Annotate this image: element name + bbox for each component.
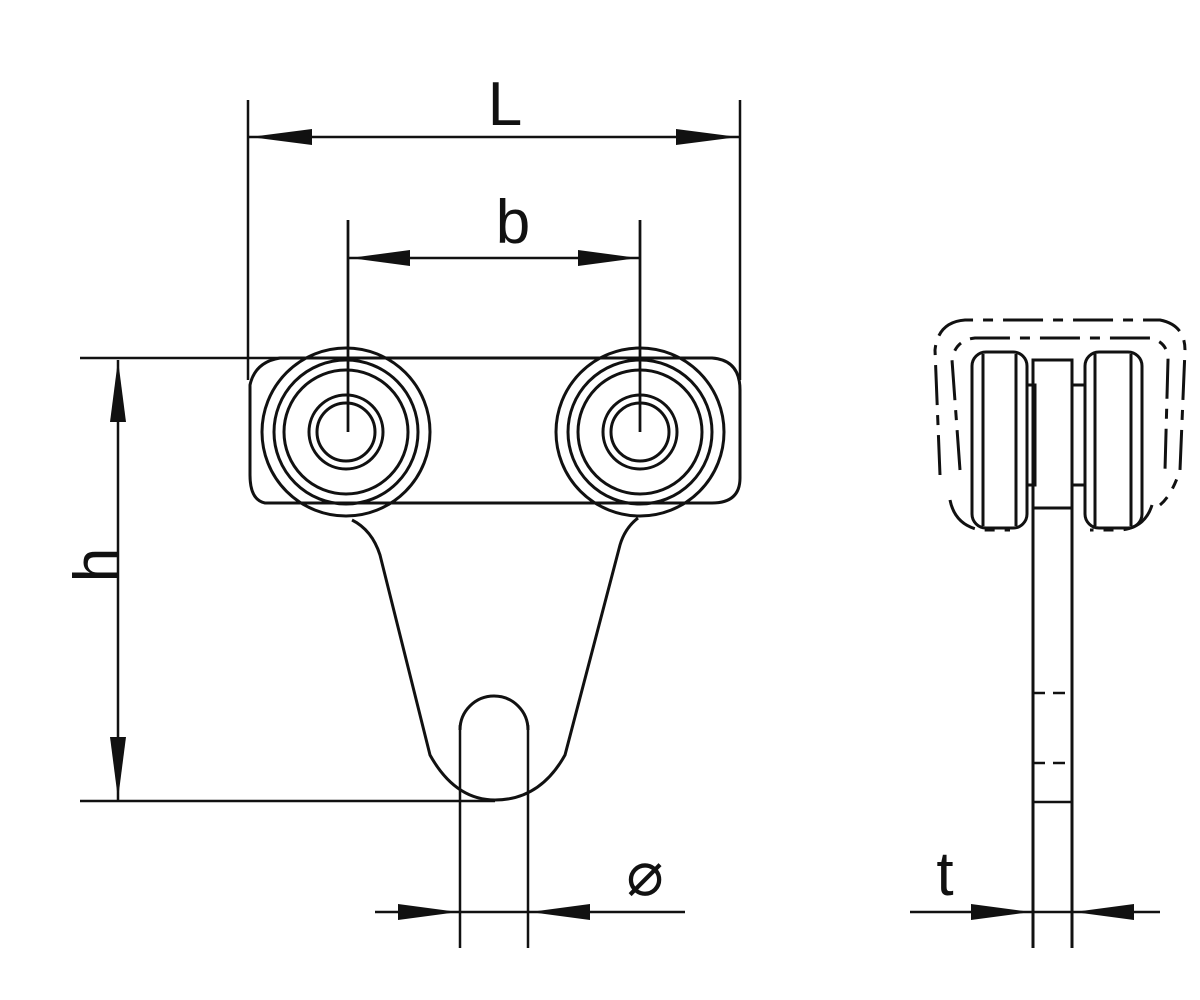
mounting-hole (458, 694, 530, 731)
trolley-front-view (248, 220, 742, 802)
label-h: h (62, 548, 131, 582)
dimension-b: b (346, 188, 642, 432)
label-diameter: ⌀ (626, 840, 663, 909)
label-L: L (488, 70, 522, 139)
dimension-t: t (910, 840, 1160, 920)
trolley-side-view (933, 318, 1187, 948)
label-t: t (936, 840, 953, 909)
dimension-h: h (62, 356, 495, 803)
label-b: b (496, 188, 530, 257)
dimension-L: L (246, 70, 742, 380)
wheel-left (260, 346, 432, 518)
dimension-diameter: ⌀ (375, 725, 685, 948)
